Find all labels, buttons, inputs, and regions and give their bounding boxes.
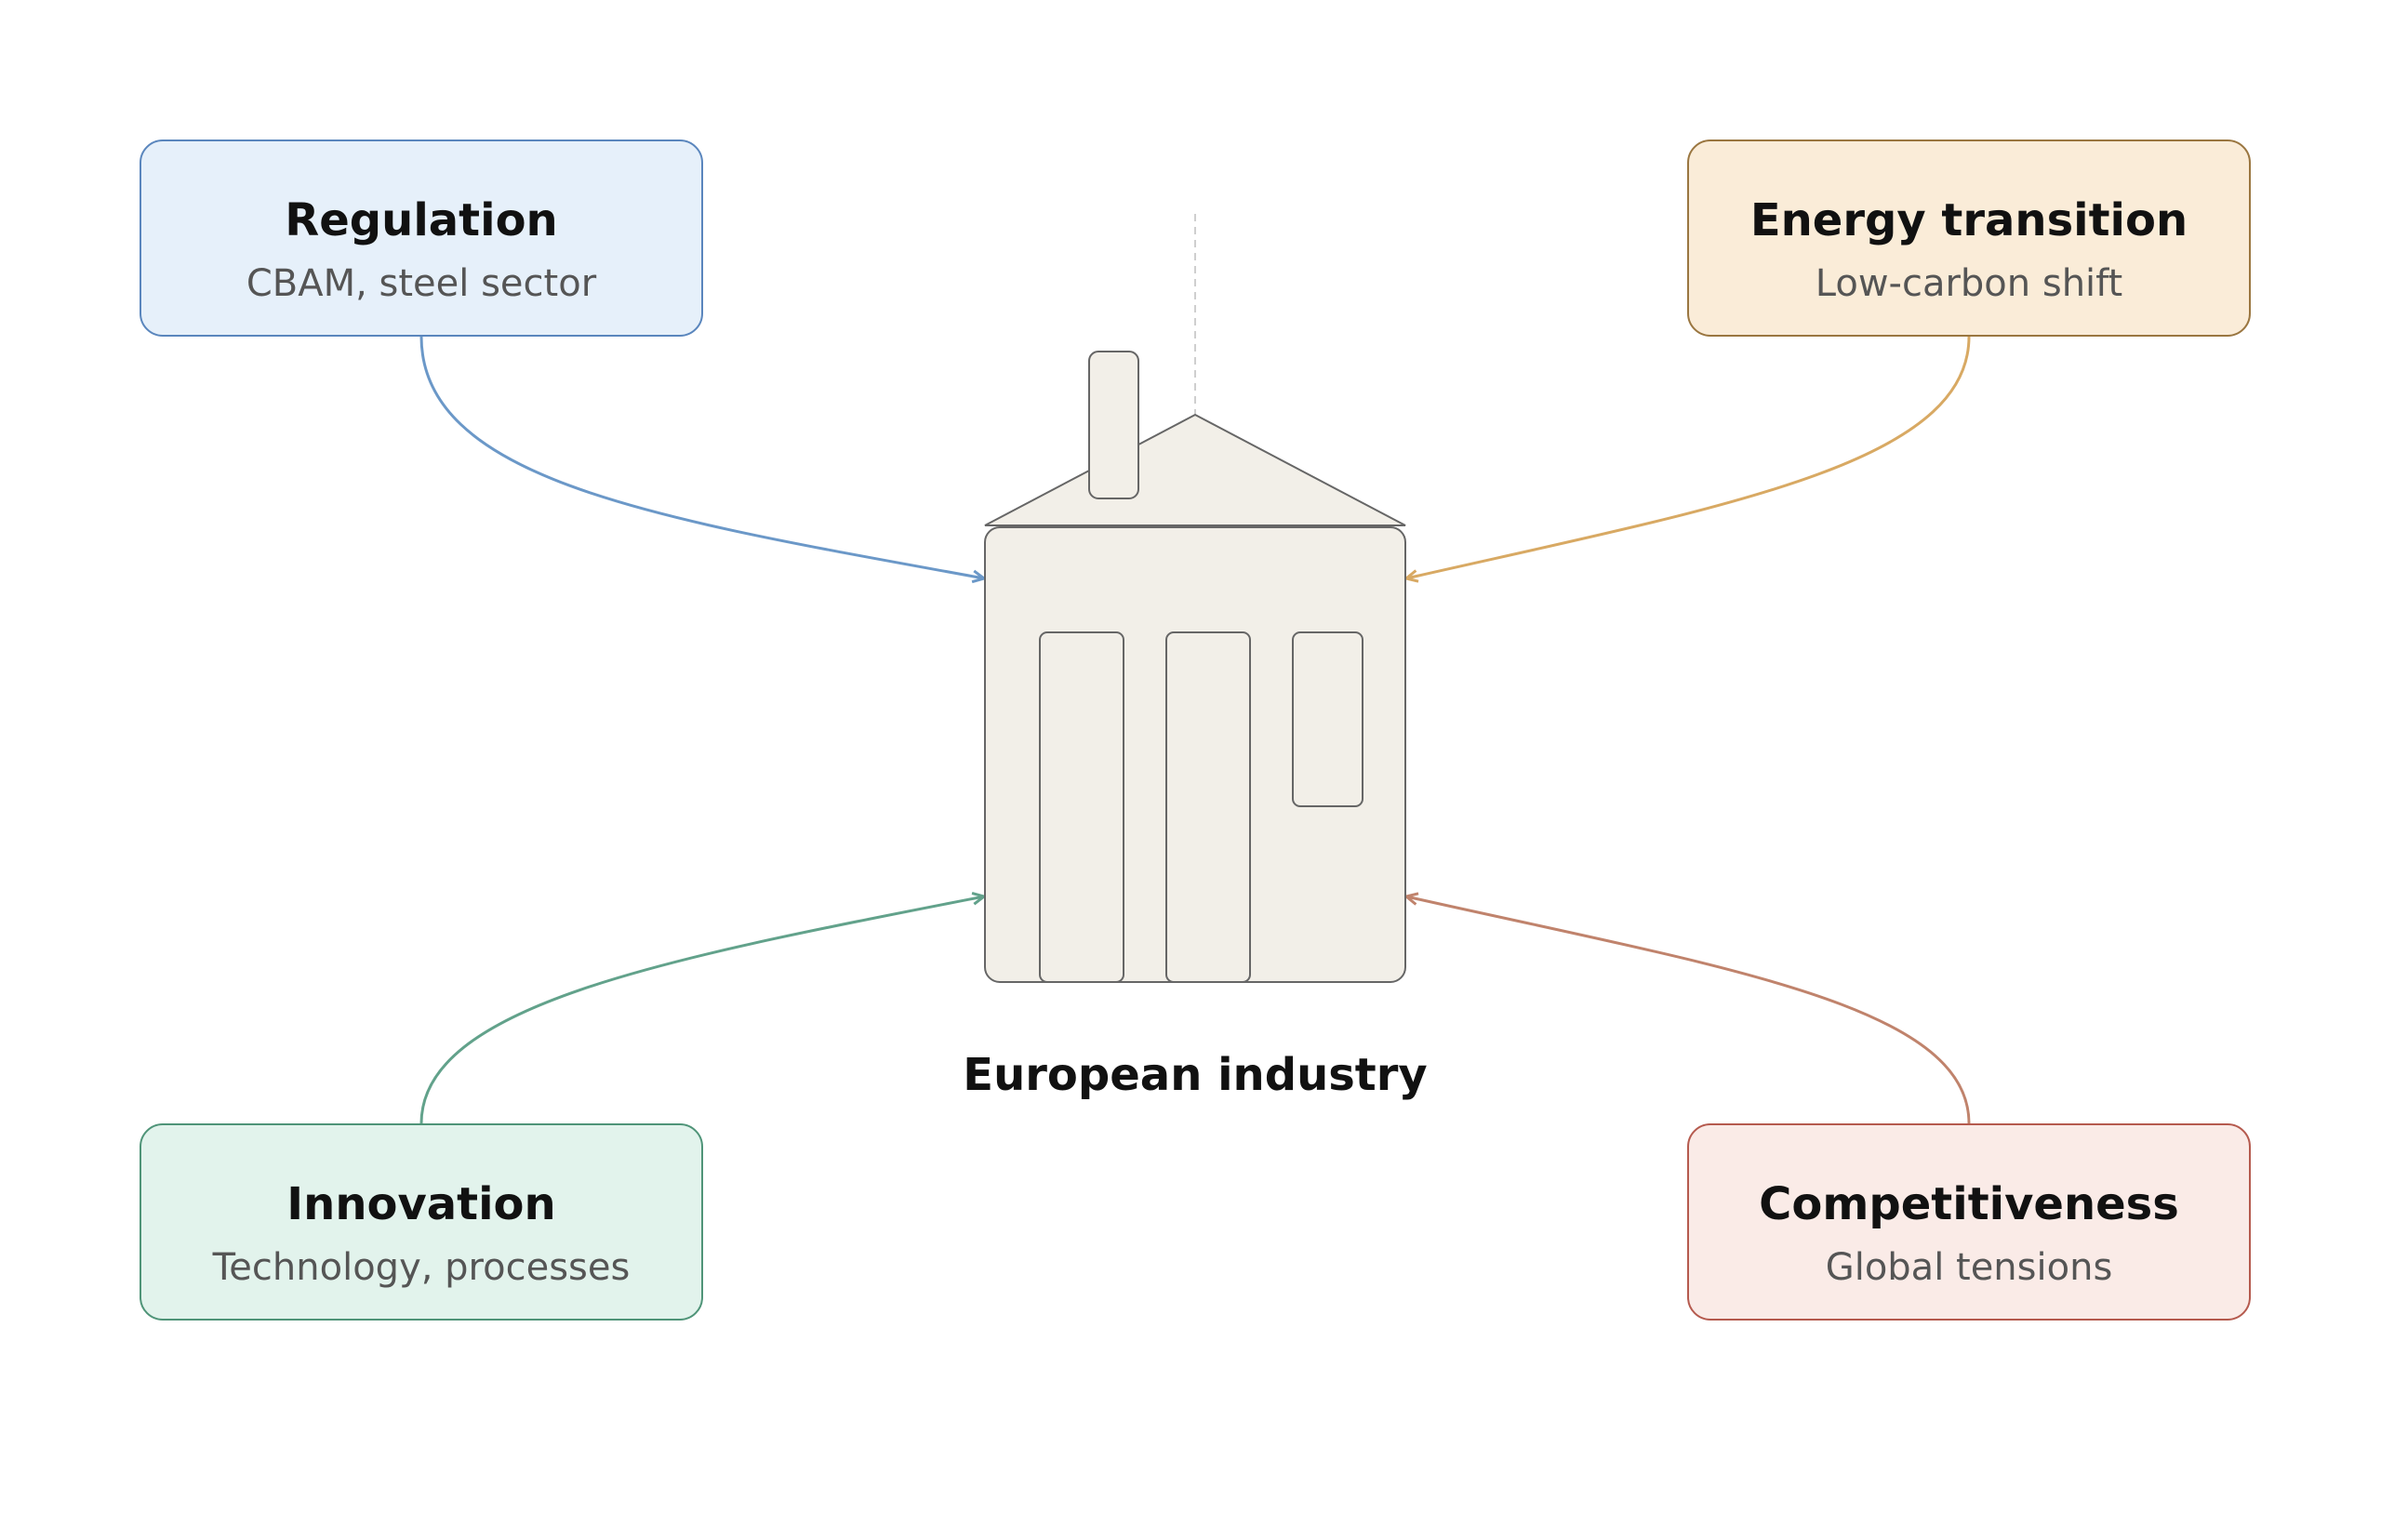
node-innovation[interactable]: Innovation Technology, processes [140,1123,703,1321]
node-competitiveness-subtitle: Global tensions [1826,1246,2113,1289]
factory-window [1292,631,1363,807]
node-innovation-box [140,1123,703,1321]
node-energy-subtitle: Low-carbon shift [1816,262,2122,305]
factory-icon [984,351,1406,983]
node-innovation-subtitle: Technology, processes [212,1246,631,1289]
node-energy-box [1687,139,2251,337]
connector-innovation [419,891,988,1124]
node-energy-title: Energy transition [1750,194,2188,246]
factory-door-middle [1165,631,1251,983]
node-energy-transition[interactable]: Energy transition Low-carbon shift [1687,139,2251,337]
node-regulation-box [140,139,703,337]
node-competitiveness-title: Competitiveness [1759,1178,2179,1230]
node-regulation-subtitle: CBAM, steel sector [246,262,597,305]
center-label: European industry [963,1049,1427,1101]
factory-door-left [1039,631,1124,983]
connector-regulation [419,336,988,584]
node-regulation[interactable]: Regulation CBAM, steel sector [140,139,703,337]
connector-energy [1403,336,1971,583]
factory-chimney [1088,351,1139,499]
node-competitiveness-box [1687,1123,2251,1321]
node-regulation-title: Regulation [285,194,557,246]
connector-competitiveness [1403,892,1971,1124]
factory-roof [984,413,1406,526]
node-competitiveness[interactable]: Competitiveness Global tensions [1687,1123,2251,1321]
node-innovation-title: Innovation [286,1178,555,1230]
